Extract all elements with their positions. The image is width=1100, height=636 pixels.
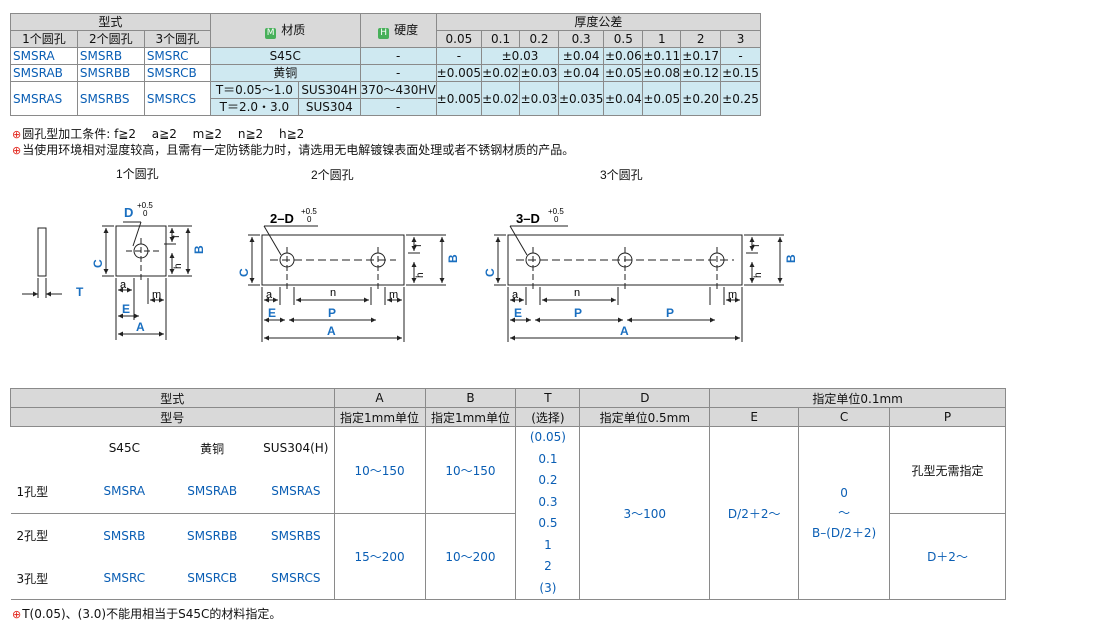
side-view xyxy=(22,227,62,298)
svg-text:3–D: 3–D xyxy=(516,211,540,226)
svg-text:+0.5: +0.5 xyxy=(301,207,317,216)
thickness-col: 0.2 xyxy=(519,30,559,48)
thickness-col: 0.05 xyxy=(435,30,483,48)
svg-text:E: E xyxy=(514,306,522,320)
label-C: C xyxy=(91,259,105,268)
svg-text:f: f xyxy=(171,235,182,238)
label-T: T xyxy=(76,285,84,299)
table-row: SMSRA SMSRB SMSRC S45C - - ±0.03 ±0.04 ±… xyxy=(10,47,761,65)
svg-text:a: a xyxy=(512,289,519,301)
note-bottom: ⊕T(0.05)、(3.0)不能用相当于S45C的材料指定。 xyxy=(12,607,282,621)
drawing-3-labels: 3–D +0.5 0 B f h C a n m E P P A xyxy=(483,207,798,338)
note-rust: ⊕当使用环境相对湿度较高，且需有一定防锈能力时，请选用无电解镀镍表面处理或者不锈… xyxy=(12,143,575,157)
svg-text:P: P xyxy=(666,306,674,320)
svg-text:0: 0 xyxy=(307,215,312,224)
hole1-header: 1个圆孔 xyxy=(10,30,78,48)
label-B: B xyxy=(192,245,206,254)
svg-text:B: B xyxy=(784,254,798,263)
hole3-header: 3个圆孔 xyxy=(143,30,211,48)
thickness-col: 3 xyxy=(720,30,761,48)
thickness-col: 0.5 xyxy=(603,30,644,48)
svg-text:A: A xyxy=(327,324,336,338)
svg-text:C: C xyxy=(483,268,497,277)
svg-text:E: E xyxy=(268,306,276,320)
technical-drawings: 1个圆孔 2个圆孔 3个圆孔 T D +0.5 0 B f xyxy=(22,167,798,342)
svg-text:0: 0 xyxy=(554,215,559,224)
D-header: D xyxy=(579,388,711,408)
B-header: B xyxy=(424,388,517,408)
svg-text:P: P xyxy=(328,306,336,320)
thickness-col: 1 xyxy=(642,30,682,48)
note-processing: ⊕圆孔型加工条件: f≧2 a≧2 m≧2 n≧2 h≧2 xyxy=(12,127,305,141)
table-row: 1孔型 SMSRA SMSRAB SMSRAS xyxy=(10,469,1006,514)
drawing-title-3: 3个圆孔 xyxy=(600,168,643,182)
svg-text:m: m xyxy=(152,289,161,301)
svg-text:C: C xyxy=(237,268,251,277)
svg-text:n: n xyxy=(574,287,580,299)
svg-text:a: a xyxy=(266,289,273,301)
material-badge-icon: M xyxy=(265,27,277,39)
label-D: D xyxy=(124,205,133,220)
T-header: T xyxy=(515,388,581,408)
svg-text:B: B xyxy=(446,254,460,263)
C-values: 0～B–(D/2＋2) xyxy=(798,426,891,600)
svg-text:a: a xyxy=(120,279,127,291)
svg-text:h: h xyxy=(173,263,184,269)
unit01-header: 指定单位0.1mm xyxy=(709,388,1006,408)
drawing-1-labels: D +0.5 0 B f h C a m E A xyxy=(91,201,206,334)
hardness-badge-icon: H xyxy=(378,27,390,39)
order-table: 型式 A B T D 指定单位0.1mm 型号 指定1mm单位 指定1mm单位 … xyxy=(10,388,1006,600)
A-header: A xyxy=(333,388,426,408)
note-mark-icon: ⊕ xyxy=(12,144,22,157)
drawing-2-hole xyxy=(248,225,446,342)
tolerance-header: 厚度公差 xyxy=(435,13,762,31)
drawing-title-2: 2个圆孔 xyxy=(311,168,354,182)
drawing-title-1: 1个圆孔 xyxy=(116,167,159,181)
drawing-1-hole xyxy=(102,221,192,340)
svg-text:+0.5: +0.5 xyxy=(548,207,564,216)
drawing-3-hole xyxy=(494,225,784,342)
svg-text:h: h xyxy=(415,272,426,278)
svg-text:m: m xyxy=(728,289,737,301)
svg-text:A: A xyxy=(620,324,629,338)
label-A: A xyxy=(136,320,145,334)
svg-text:2–D: 2–D xyxy=(270,211,294,226)
note-mark-icon: ⊕ xyxy=(12,128,22,141)
svg-text:n: n xyxy=(330,287,336,299)
type-header: 型式 xyxy=(10,13,211,31)
svg-text:m: m xyxy=(389,289,398,301)
label-E: E xyxy=(122,302,130,316)
table-row: 2孔型 SMSRB SMSRBB SMSRBS 15～200 10～200 D＋… xyxy=(11,513,1006,600)
svg-text:h: h xyxy=(753,272,764,278)
svg-text:P: P xyxy=(574,306,582,320)
thickness-col: 2 xyxy=(680,30,722,48)
svg-text:0: 0 xyxy=(143,209,148,218)
table-row: SMSRAB SMSRBB SMSRCB 黄铜 - ±0.005 ±0.02 ±… xyxy=(10,64,761,82)
model-header: 型号 xyxy=(10,407,335,427)
svg-text:f: f xyxy=(413,244,424,247)
svg-text:f: f xyxy=(751,244,762,247)
table-row: 3孔型 SMSRC SMSRCB SMSRCS xyxy=(10,557,1006,600)
table-row: T＝2.0・3.0 SUS304 - xyxy=(11,98,761,116)
type-header: 型式 xyxy=(10,388,335,408)
svg-text:+0.5: +0.5 xyxy=(137,201,153,210)
drawing-2-labels: 2–D +0.5 0 B f h C a n m E P A xyxy=(237,207,460,338)
note-mark-icon: ⊕ xyxy=(12,608,22,621)
